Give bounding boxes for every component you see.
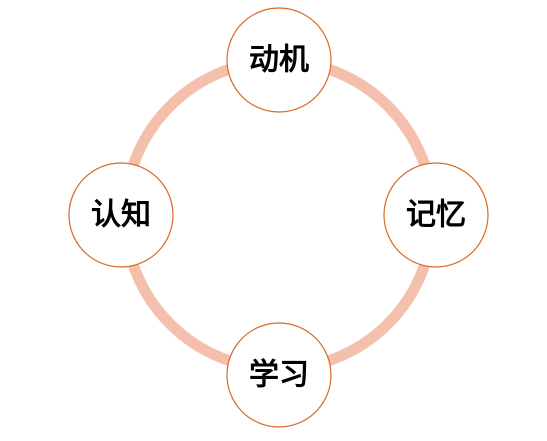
node-cognition-circle xyxy=(68,162,174,268)
node-motivation-label: 动机 xyxy=(249,43,309,78)
node-motivation-circle xyxy=(226,7,332,113)
node-memory: 记忆 xyxy=(383,162,489,268)
node-learning: 学习 xyxy=(226,322,332,428)
node-memory-label: 记忆 xyxy=(406,198,466,233)
node-cognition-label: 认知 xyxy=(91,198,151,233)
node-memory-circle xyxy=(383,162,489,268)
node-motivation: 动机 xyxy=(226,7,332,113)
node-learning-circle xyxy=(226,322,332,428)
node-learning-label: 学习 xyxy=(249,358,309,393)
node-cognition: 认知 xyxy=(68,162,174,268)
